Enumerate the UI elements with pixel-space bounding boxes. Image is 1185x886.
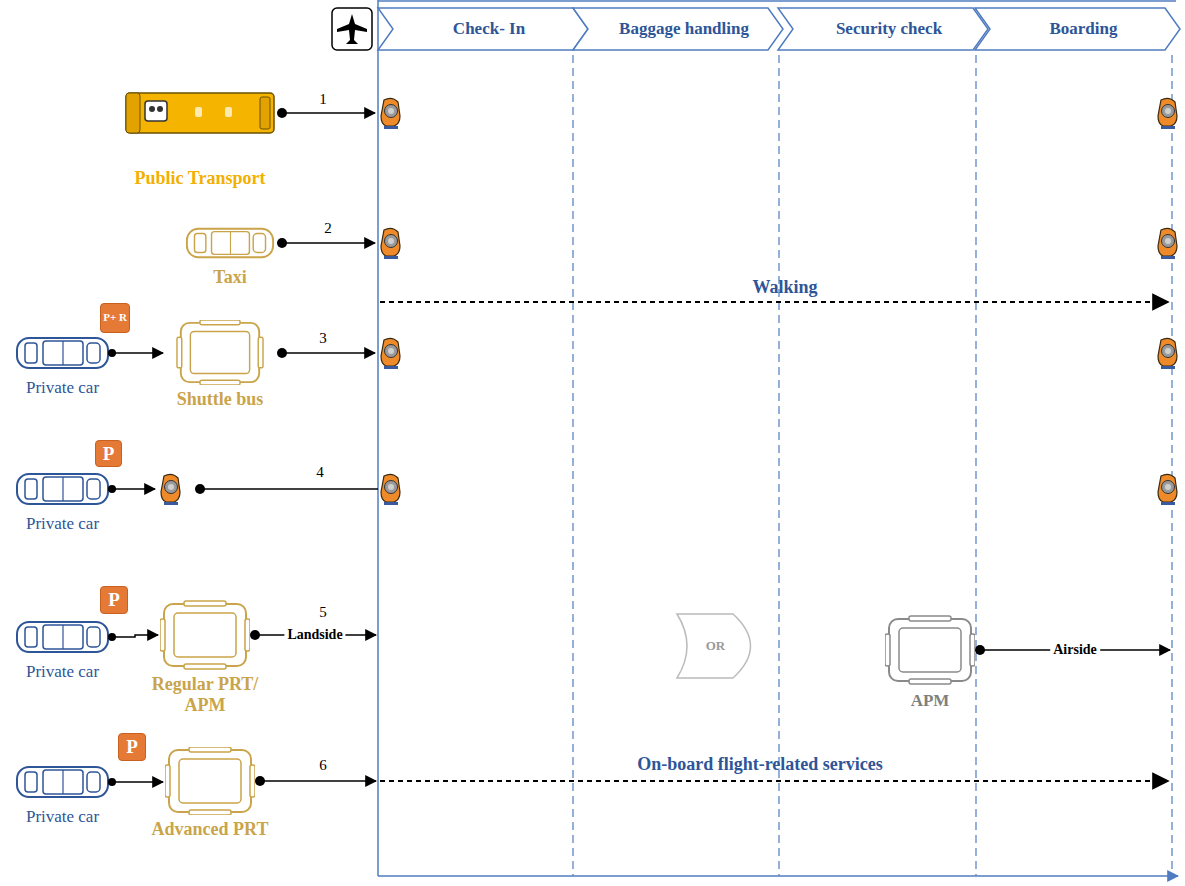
node-text: Private car xyxy=(26,378,99,398)
node-text: Regular PRT/ APM xyxy=(146,674,264,715)
node-text: Advanced PRT xyxy=(152,819,269,840)
phase-chevron: Check- In xyxy=(378,8,588,50)
node-text: Shuttle bus xyxy=(177,389,264,410)
callout-number: 2 xyxy=(324,220,332,237)
mode-label: Walking xyxy=(752,277,817,298)
connector-arrow xyxy=(108,778,163,786)
shuttle-bus-icon: Shuttle bus xyxy=(165,320,275,385)
callout-number: 3 xyxy=(319,330,327,347)
node-text: OR xyxy=(675,612,770,680)
callout-number: 4 xyxy=(316,464,324,481)
public-transport-icon: Public Transport xyxy=(125,92,275,134)
connector-arrow xyxy=(108,633,158,641)
line-label: Airside xyxy=(1050,642,1100,658)
node-text: P xyxy=(101,587,127,613)
private-car-icon: Private car xyxy=(15,336,110,370)
parking-badge: P+ R xyxy=(100,303,130,333)
parking-badge: P xyxy=(95,440,122,467)
phase-chevron: Boarding xyxy=(975,8,1180,50)
callout-number: 6 xyxy=(319,757,327,774)
node-text: Boarding xyxy=(975,8,1180,50)
private-car-icon: Private car xyxy=(15,620,110,654)
node-text: Private car xyxy=(26,662,99,682)
node-text: APM xyxy=(911,691,950,711)
mode-label: On-board flight-related services xyxy=(637,754,883,775)
advanced-prt-icon: Advanced PRT xyxy=(165,747,255,815)
callout-number: 5 xyxy=(319,604,327,621)
node-text: Taxi xyxy=(213,267,246,288)
node-text: Private car xyxy=(26,514,99,534)
connector-arrow xyxy=(108,349,163,357)
phase-chevron: Baggage handling xyxy=(573,8,783,50)
node-text: P xyxy=(96,441,121,466)
callout-number: 1 xyxy=(319,91,327,108)
node-text: Check- In xyxy=(378,8,588,50)
line-label: Landside xyxy=(284,627,345,643)
node-text: P xyxy=(119,734,145,760)
private-car-icon: Private car xyxy=(15,765,110,799)
or-gate: OR xyxy=(675,612,770,680)
node-text: Security check xyxy=(778,8,988,50)
phase-chevron: Security check xyxy=(778,8,988,50)
parking-badge: P xyxy=(100,586,128,614)
private-car-icon: Private car xyxy=(15,472,110,506)
parking-badge: P xyxy=(118,733,146,761)
regular-prt-icon: Regular PRT/ APM xyxy=(160,600,250,670)
node-text: Public Transport xyxy=(135,168,266,189)
node-text: P+ R xyxy=(101,304,129,332)
apm-icon: APM xyxy=(885,615,975,685)
taxi-icon: Taxi xyxy=(185,225,275,261)
node-text: Private car xyxy=(26,807,99,827)
node-text: Baggage handling xyxy=(573,8,783,50)
